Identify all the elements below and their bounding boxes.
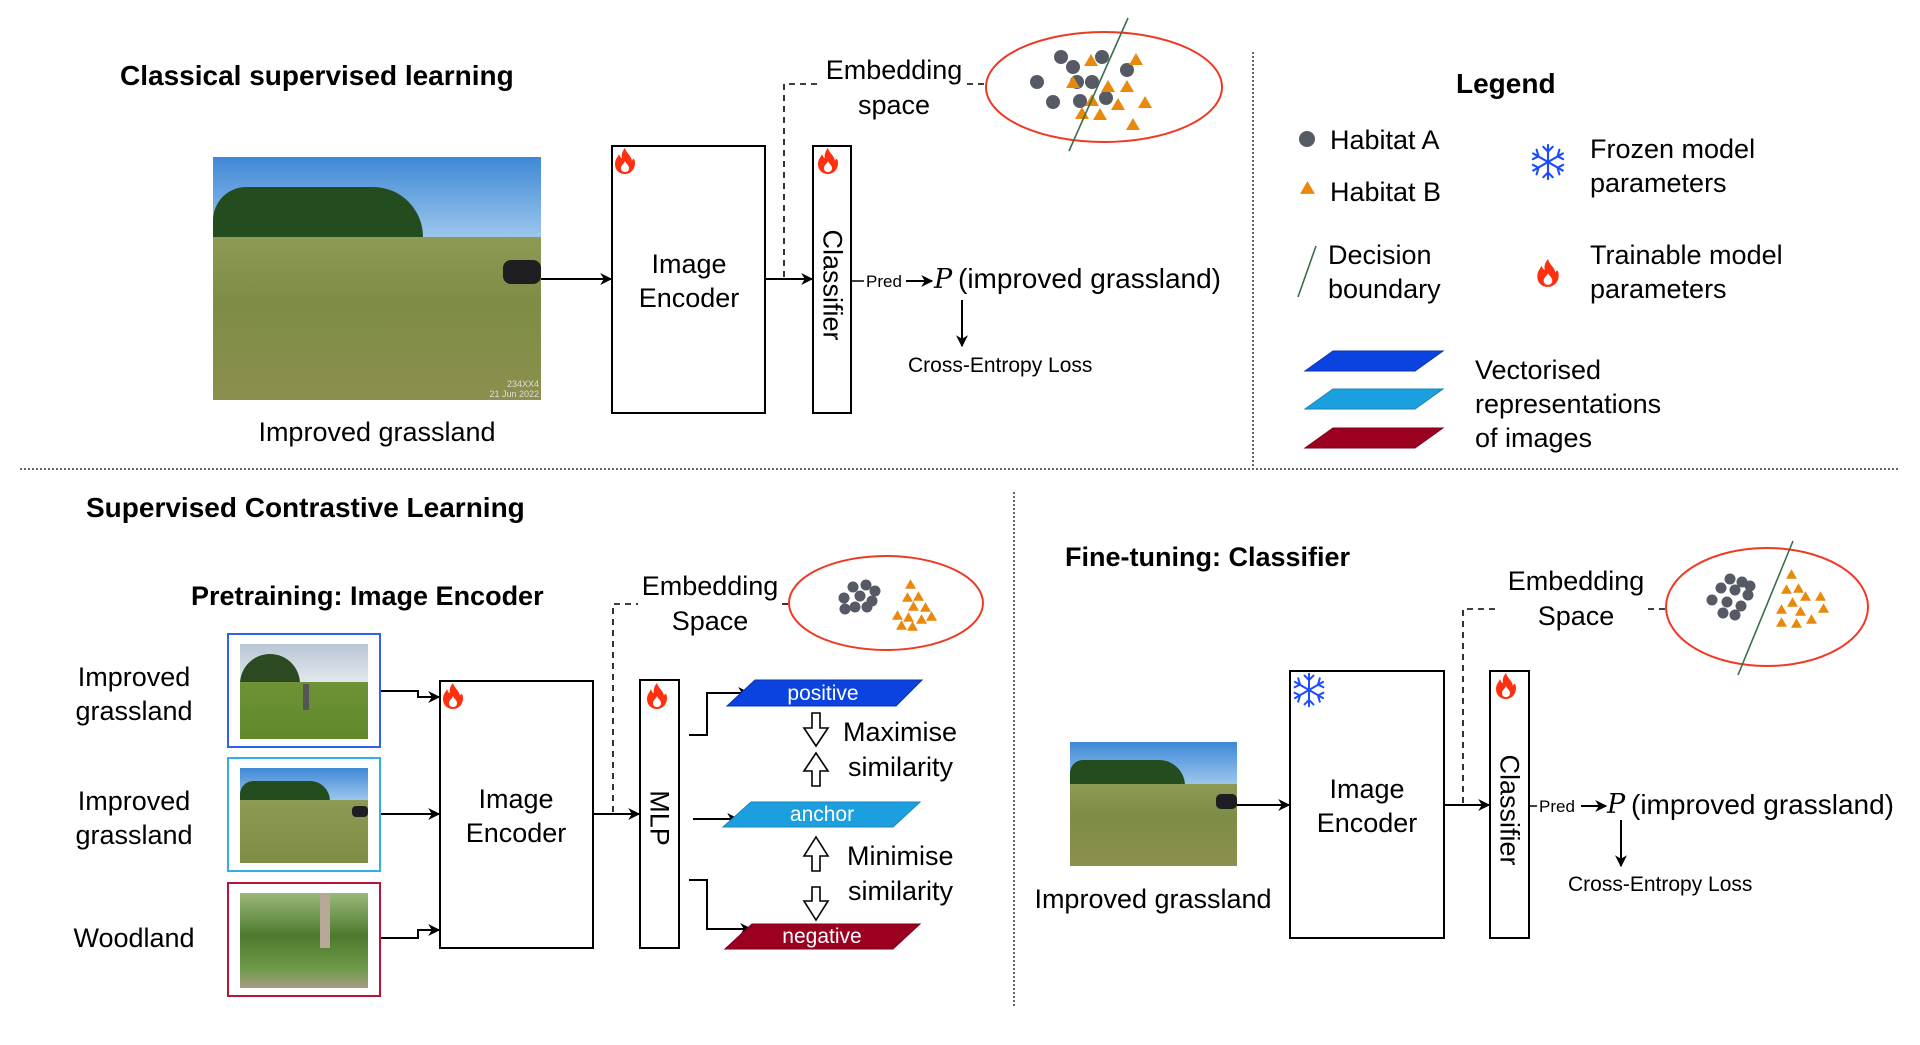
classical-encoder-label-2: Encoder <box>638 283 740 313</box>
input-label-anchor: Improved grassland <box>75 786 193 850</box>
classical-embedding-ellipse <box>985 31 1223 143</box>
classical-classifier-box <box>812 145 852 414</box>
classical-decision-boundary <box>1068 17 1129 152</box>
finetuning-cluster-b <box>1776 569 1829 628</box>
classical-loss-label: Cross-Entropy Loss <box>908 354 1093 377</box>
legend-habitat-a: Habitat A <box>1330 125 1440 155</box>
finetuning-diagram <box>1237 540 1869 939</box>
finetuning-encoder-box <box>1289 670 1445 939</box>
legend-frozen: Frozen model parameters <box>1590 134 1756 198</box>
finetuning-classifier-label: Classifier <box>1494 754 1525 866</box>
pretraining-embedding-label-1: Embedding <box>641 571 779 601</box>
legend-graphics <box>1297 131 1565 449</box>
finetuning-title: Fine-tuning: Classifier <box>1065 542 1351 572</box>
finetuning-decision-boundary <box>1737 540 1794 676</box>
classical-classifier-label: Classifier <box>817 229 848 341</box>
classical-pred-label: Pred <box>866 272 902 291</box>
classical-embedding-label-2: space <box>857 90 931 120</box>
classical-prob-symbol: P <box>934 264 953 295</box>
finetuning-embedding-label-1: Embedding <box>1507 566 1645 596</box>
legend-decision-boundary: Decision boundary <box>1328 240 1441 304</box>
classical-title: Classical supervised learning <box>120 60 514 91</box>
negative-vector <box>723 923 922 950</box>
positive-vector <box>725 679 924 707</box>
finetuning-prob-symbol: P <box>1607 789 1626 820</box>
maximise-label-1: Maximise <box>843 717 958 747</box>
pretraining-cluster-a <box>838 579 881 615</box>
classical-diagram <box>541 17 1223 414</box>
legend-habitat-b: Habitat B <box>1330 177 1442 207</box>
mlp-box <box>639 679 680 949</box>
anchor-vector <box>721 801 922 828</box>
finetuning-image-caption: Improved grassland <box>1034 884 1272 914</box>
input-frame-negative <box>227 882 381 997</box>
classical-prob-text: (improved grassland) <box>958 263 1221 294</box>
pretraining-embedding-ellipse <box>788 555 984 651</box>
input-frame-anchor <box>227 757 381 872</box>
input-frame-positive <box>227 633 381 748</box>
anchor-label: anchor <box>789 803 855 826</box>
maximise-label-2: similarity <box>848 752 953 782</box>
finetuning-embedding-label-2: Space <box>1537 601 1615 631</box>
finetuning-encoder-label-1: Image <box>1329 774 1405 804</box>
similarity-arrows <box>802 712 830 922</box>
finetuning-pred-label: Pred <box>1539 797 1575 816</box>
classical-encoder-label-1: Image <box>651 249 727 279</box>
negative-label: negative <box>782 925 862 948</box>
pretraining-embedding-label-2: Space <box>671 606 749 636</box>
legend-vectorised: Vectorised representations of images <box>1475 355 1662 453</box>
classical-image-caption: Improved grassland <box>258 417 496 447</box>
finetuning-encoder-label-2: Encoder <box>1316 808 1418 838</box>
pretraining-title: Pretraining: Image Encoder <box>191 581 544 611</box>
finetuning-embedding-ellipse <box>1665 547 1869 667</box>
pretraining-cluster-b <box>892 579 937 631</box>
finetuning-loss-label: Cross-Entropy Loss <box>1568 873 1753 896</box>
contrastive-title: Supervised Contrastive Learning <box>86 492 525 523</box>
pretraining-diagram <box>381 555 984 950</box>
input-label-negative: Woodland <box>73 923 195 953</box>
pretraining-encoder-label-2: Encoder <box>465 818 567 848</box>
finetuning-prob-text: (improved grassland) <box>1631 789 1894 820</box>
finetuning-classifier-box <box>1489 670 1530 939</box>
legend-trainable: Trainable model parameters <box>1590 240 1783 304</box>
minimise-label-1: Minimise <box>847 841 954 871</box>
anchor-input-image <box>240 768 368 863</box>
mlp-label: MLP <box>644 790 675 846</box>
finetuning-cluster-a <box>1706 573 1756 621</box>
negative-input-image <box>240 893 368 988</box>
input-label-positive: Improved grassland <box>75 662 193 726</box>
classical-embedding-label-1: Embedding <box>825 55 963 85</box>
positive-label: positive <box>787 682 859 705</box>
legend-title: Legend <box>1456 68 1556 99</box>
minimise-label-2: similarity <box>848 876 953 906</box>
pretraining-encoder-box <box>439 680 594 949</box>
finetuning-input-image <box>1070 742 1237 866</box>
positive-input-image <box>240 644 368 739</box>
classical-encoder-box <box>611 145 766 414</box>
pretraining-encoder-label-1: Image <box>478 784 554 814</box>
